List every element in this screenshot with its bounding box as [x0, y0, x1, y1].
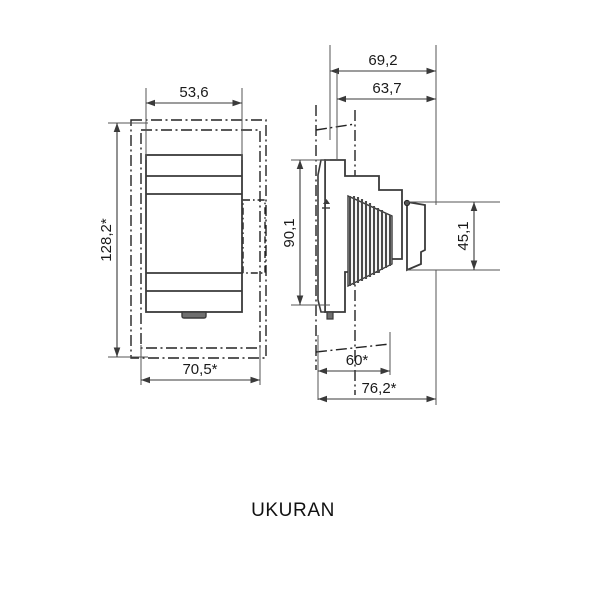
dim-label-depth-overall: 69,2 — [368, 52, 397, 69]
dim-label-depth-inner: 63,7 — [372, 80, 401, 97]
figure-caption: UKURAN — [251, 500, 335, 521]
side-envelope-top — [315, 123, 356, 131]
dim-label-height-overall: 128,2* — [98, 218, 115, 262]
dim-label-depth-total: 76,2* — [361, 380, 396, 397]
front-secondary-outline — [140, 129, 261, 349]
dim-label-width-inner: 53,6 — [179, 84, 208, 101]
front-bottom-latch — [181, 311, 207, 319]
dim-label-height-body: 90,1 — [281, 218, 298, 247]
front-clearance-outline — [130, 119, 267, 359]
side-bottom-tab — [326, 311, 334, 320]
side-din-clip — [317, 159, 326, 313]
dim-label-depth-rail: 60* — [346, 352, 369, 369]
front-detail-rectangle — [242, 199, 266, 274]
dim-label-width-overall: 70,5* — [182, 361, 217, 378]
front-device-body — [145, 154, 243, 313]
side-envelope-bottom — [315, 343, 391, 353]
side-view: 69,2 63,7 90,1 45,1 60* 76,2* — [281, 45, 500, 405]
side-pivot-point — [403, 199, 411, 207]
side-ventilation-fins — [347, 194, 393, 288]
front-view: 53,6 128,2* 70,5* — [98, 84, 267, 385]
side-marker-triangle — [323, 199, 330, 204]
dim-label-height-rail: 45,1 — [455, 221, 472, 250]
